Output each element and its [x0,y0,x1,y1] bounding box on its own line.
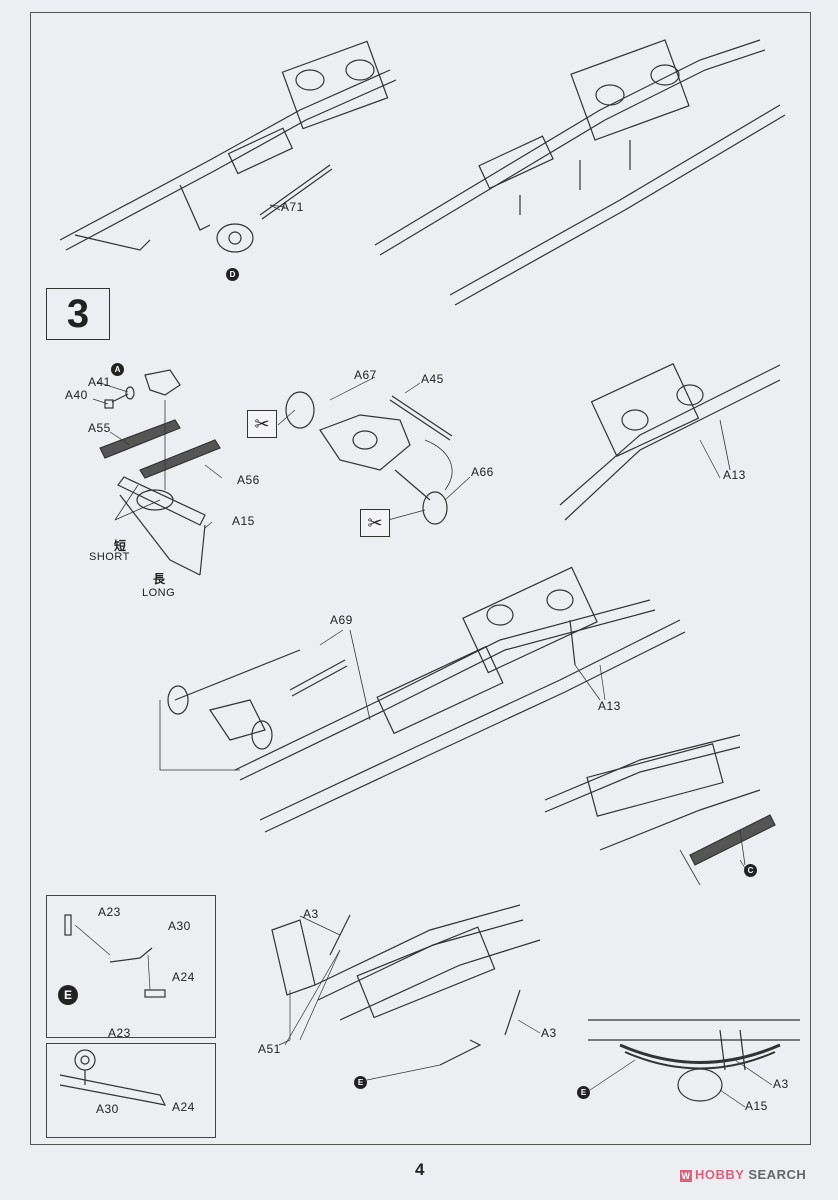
marker-d: D [226,268,239,281]
marker-a: A [111,363,124,376]
part-label: A24 [172,970,195,984]
marker-e: E [354,1076,367,1089]
chassis-drawing-middle-right [559,362,781,521]
marker-c: C [744,864,757,877]
part-label: A55 [88,421,111,435]
part-label: A71 [281,200,304,214]
part-label: A23 [98,905,121,919]
part-label: A3 [303,907,319,921]
sub-parts-drawing-e [59,914,167,1106]
sub-assembly-box-e [46,895,216,1038]
page-border [30,12,811,1145]
front-axle-drawing [285,391,453,525]
part-label: A13 [723,468,746,482]
leader-lines [92,204,773,1108]
short-label-cn: 短 [114,539,127,553]
step-number: 3 [46,288,110,340]
leaf-spring-bottom-drawing [588,1019,800,1102]
chassis-drawing-bottom [271,904,541,1066]
cut-icon: ✂ [247,410,277,438]
part-label: A15 [232,514,255,528]
chassis-drawing-top-right [374,39,786,306]
part-label: A13 [598,699,621,713]
short-label: SHORT [89,551,130,563]
sub-assembly-box-detail [46,1043,216,1138]
part-label: A23 [108,1026,131,1040]
part-label: A66 [471,465,494,479]
part-label: A30 [96,1102,119,1116]
logo-icon: W [680,1170,692,1182]
part-label: A69 [330,613,353,627]
part-label: A67 [354,368,377,382]
page-number: 4 [415,1160,425,1179]
long-label-cn: 長 [153,572,166,586]
marker-e: E [577,1086,590,1099]
part-label: A24 [172,1100,195,1114]
axle-parts-drawing [99,369,221,576]
part-label: A30 [168,919,191,933]
part-label: A45 [421,372,444,386]
part-label: A3 [541,1026,557,1040]
part-label: A3 [773,1077,789,1091]
part-label: A40 [65,388,88,402]
part-label: A15 [745,1099,768,1113]
chassis-drawing-lower-right [544,734,776,886]
part-label: A51 [258,1042,281,1056]
part-label: A41 [88,375,111,389]
marker-e-sub: E [58,985,78,1005]
chassis-drawing-middle [159,566,686,833]
chassis-drawing-top-left [59,40,397,253]
long-label: LONG [142,587,176,599]
cut-icon: ✂ [360,509,390,537]
part-label: A56 [237,473,260,487]
